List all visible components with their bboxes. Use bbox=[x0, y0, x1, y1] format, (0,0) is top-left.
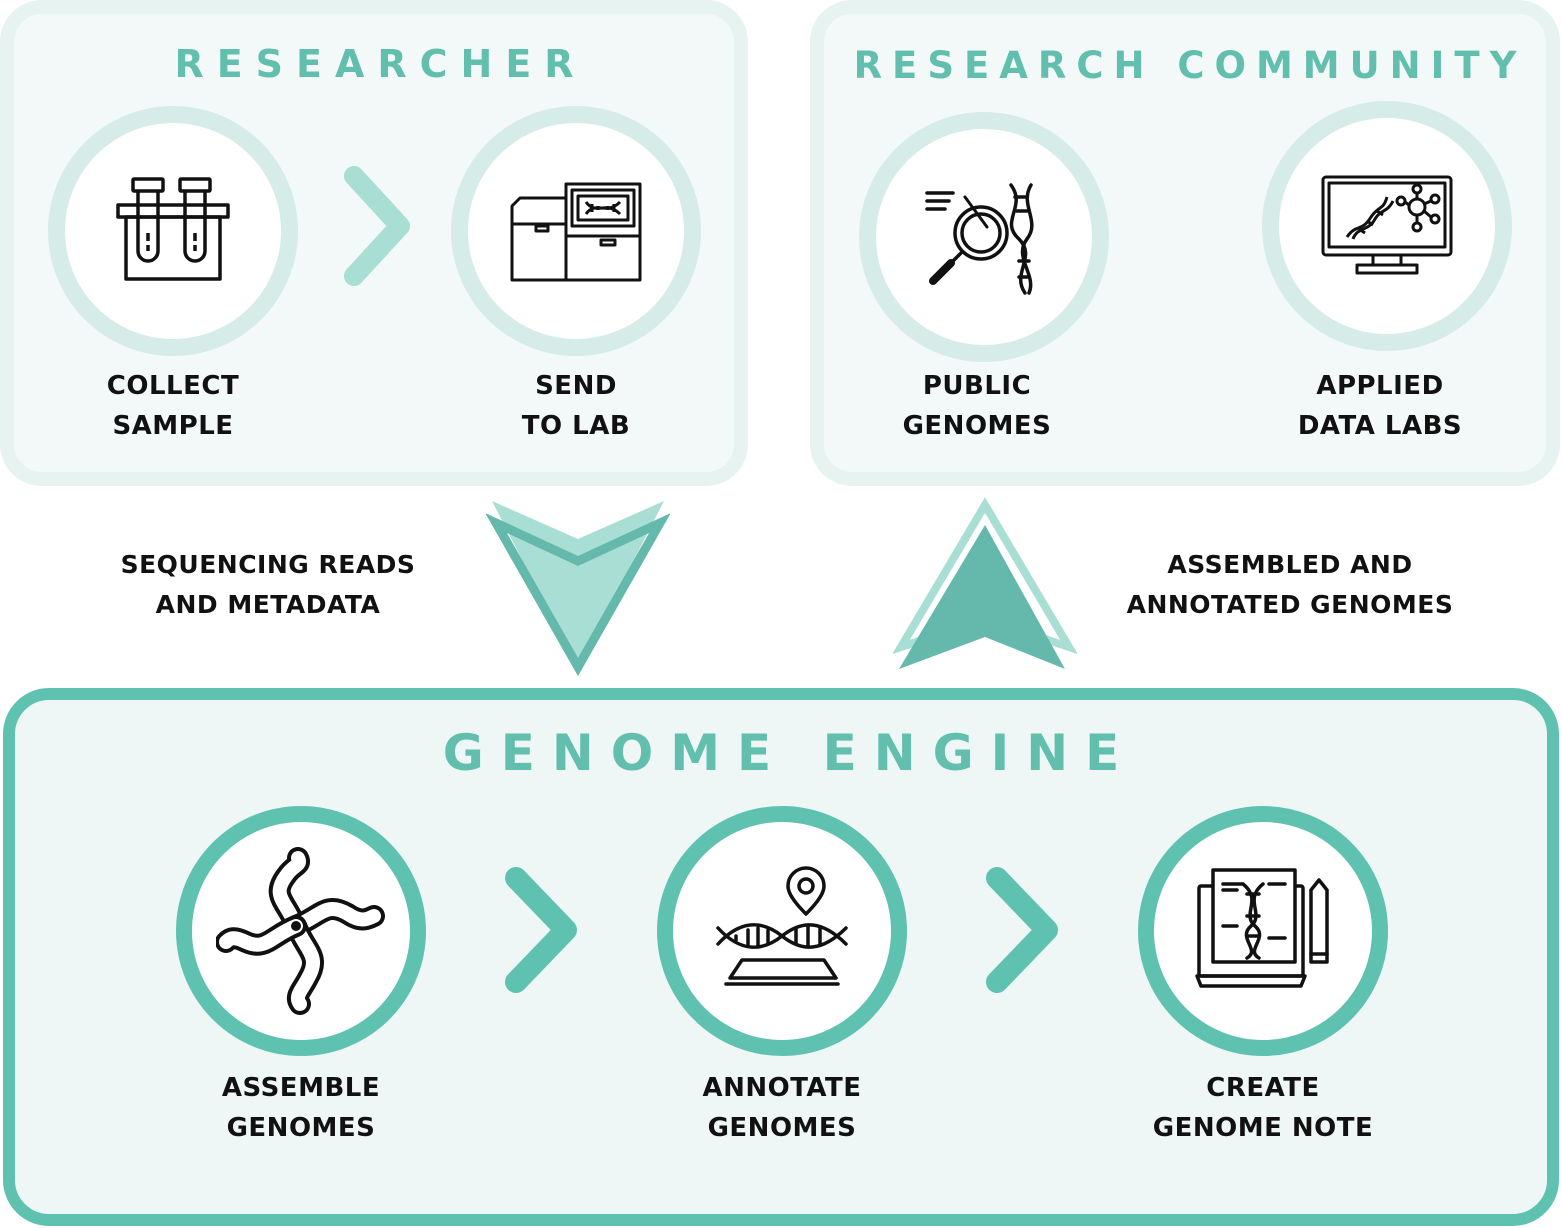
applied-data-labs-line2: DATA LABS bbox=[1297, 411, 1463, 441]
arrow-down-icon bbox=[486, 501, 670, 677]
collect-sample-ring bbox=[48, 106, 298, 356]
chevron-right-icon bbox=[986, 867, 1058, 993]
researcher-title: RESEARCHER bbox=[174, 42, 587, 86]
collect-sample-line2: SAMPLE bbox=[112, 411, 234, 441]
assemble-genomes-line2: GENOMES bbox=[226, 1113, 376, 1143]
assembled-genomes-line1: ASSEMBLED AND bbox=[1167, 550, 1413, 579]
dna-location-icon bbox=[716, 866, 848, 986]
genome-note-icon bbox=[1195, 868, 1329, 988]
assembled-genomes-line2: ANNOTATED GENOMES bbox=[1126, 590, 1454, 619]
send-to-lab-label: SEND TO LAB bbox=[451, 366, 701, 446]
collect-sample-label: COLLECT SAMPLE bbox=[48, 366, 298, 446]
sequencing-reads-line2: AND METADATA bbox=[155, 590, 381, 619]
test-tubes-icon bbox=[116, 177, 230, 281]
chromosome-icon bbox=[216, 847, 385, 1015]
send-to-lab-line1: SEND bbox=[535, 371, 617, 401]
assemble-genomes-label: ASSEMBLE GENOMES bbox=[176, 1068, 426, 1148]
sequencer-icon bbox=[510, 182, 642, 282]
create-genome-note-ring bbox=[1138, 806, 1388, 1056]
chevron-right-icon bbox=[505, 867, 577, 993]
annotate-genomes-line2: GENOMES bbox=[707, 1113, 857, 1143]
collect-sample-line1: COLLECT bbox=[106, 371, 240, 401]
dna-magnifier-icon bbox=[925, 183, 1034, 295]
sequencing-reads-line1: SEQUENCING READS bbox=[120, 550, 416, 579]
public-genomes-label: PUBLIC GENOMES bbox=[852, 366, 1102, 446]
public-genomes-ring bbox=[859, 112, 1109, 362]
community-title: RESEARCH COMMUNITY bbox=[853, 44, 1527, 87]
applied-data-labs-line1: APPLIED bbox=[1316, 371, 1444, 401]
dna-monitor-icon bbox=[1321, 175, 1453, 275]
annotate-genomes-ring bbox=[657, 806, 907, 1056]
chevron-right-icon bbox=[344, 166, 410, 286]
assembled-genomes-label: ASSEMBLED AND ANNOTATED GENOMES bbox=[1100, 545, 1480, 625]
public-genomes-line1: PUBLIC bbox=[922, 371, 1032, 401]
send-to-lab-ring bbox=[451, 106, 701, 356]
sequencing-reads-label: SEQUENCING READS AND METADATA bbox=[98, 545, 438, 625]
assemble-genomes-ring bbox=[176, 806, 426, 1056]
genome-engine-title: GENOME ENGINE bbox=[442, 724, 1137, 782]
arrow-up-icon bbox=[893, 497, 1077, 669]
applied-data-labs-ring bbox=[1262, 101, 1512, 351]
annotate-genomes-line1: ANNOTATE bbox=[702, 1073, 862, 1103]
create-genome-note-line2: GENOME NOTE bbox=[1152, 1113, 1374, 1143]
assemble-genomes-line1: ASSEMBLE bbox=[221, 1073, 381, 1103]
create-genome-note-line1: CREATE bbox=[1206, 1073, 1320, 1103]
public-genomes-line2: GENOMES bbox=[902, 411, 1052, 441]
applied-data-labs-label: APPLIED DATA LABS bbox=[1255, 366, 1505, 446]
create-genome-note-label: CREATE GENOME NOTE bbox=[1113, 1068, 1413, 1148]
annotate-genomes-label: ANNOTATE GENOMES bbox=[657, 1068, 907, 1148]
send-to-lab-line2: TO LAB bbox=[521, 411, 631, 441]
